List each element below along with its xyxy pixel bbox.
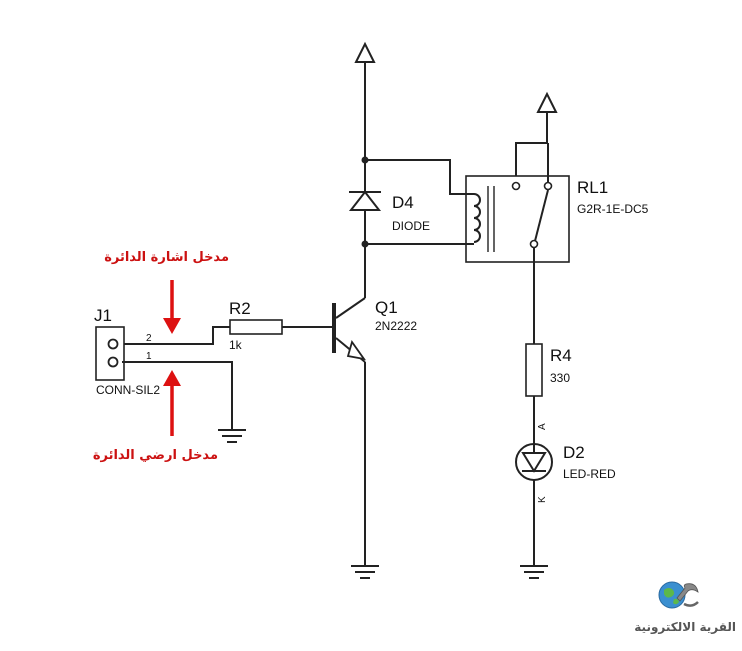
r4-ref: R4 — [550, 346, 572, 365]
j1-ref: J1 — [94, 306, 112, 325]
resistor-r2 — [229, 319, 283, 335]
q1-value: 2N2222 — [375, 319, 417, 333]
d4-value: DIODE — [392, 219, 430, 233]
ground-symbol-led — [520, 565, 548, 579]
q1-ref: Q1 — [375, 298, 398, 317]
led-d2 — [515, 443, 553, 481]
relay-rl1 — [464, 162, 570, 263]
rl1-ref: RL1 — [577, 178, 608, 197]
rl1-value: G2R-1E-DC5 — [577, 202, 649, 216]
resistor-r4 — [525, 343, 543, 397]
ground-input-annotation: مدخل ارضي الدائرة — [93, 448, 218, 463]
power-supply-symbol-relay — [515, 91, 558, 186]
wire-coil-top — [365, 159, 464, 195]
d4-ref: D4 — [392, 193, 414, 212]
arrow-ground-input — [163, 370, 181, 436]
diode-d4 — [348, 160, 382, 244]
wire-j1-pin1 — [122, 361, 233, 430]
arrow-signal-input — [163, 280, 181, 334]
r4-value: 330 — [550, 371, 570, 385]
j1-value: CONN-SIL2 — [96, 383, 160, 397]
power-supply-symbol-main — [354, 41, 376, 160]
r2-ref: R2 — [229, 299, 251, 318]
d2-ref: D2 — [563, 443, 585, 462]
j1-pin1-label: 1 — [146, 351, 152, 362]
r2-value: 1k — [229, 338, 243, 352]
transistor-q1 — [332, 244, 367, 566]
connector-j1 — [95, 326, 125, 381]
d2-value: LED-RED — [563, 467, 616, 481]
ground-symbol-connector — [218, 429, 246, 443]
d2-cathode-label: K — [537, 496, 548, 503]
j1-pin2-label: 2 — [146, 333, 152, 344]
ground-symbol-transistor — [351, 565, 379, 579]
signal-input-annotation: مدخل اشارة الدائرة — [104, 250, 229, 265]
wire-j1-pin2 — [122, 326, 230, 345]
globe-wrench-icon — [658, 581, 699, 609]
site-logo-text: القرية الالكترونية — [634, 620, 736, 635]
d2-anode-label: A — [537, 423, 548, 430]
